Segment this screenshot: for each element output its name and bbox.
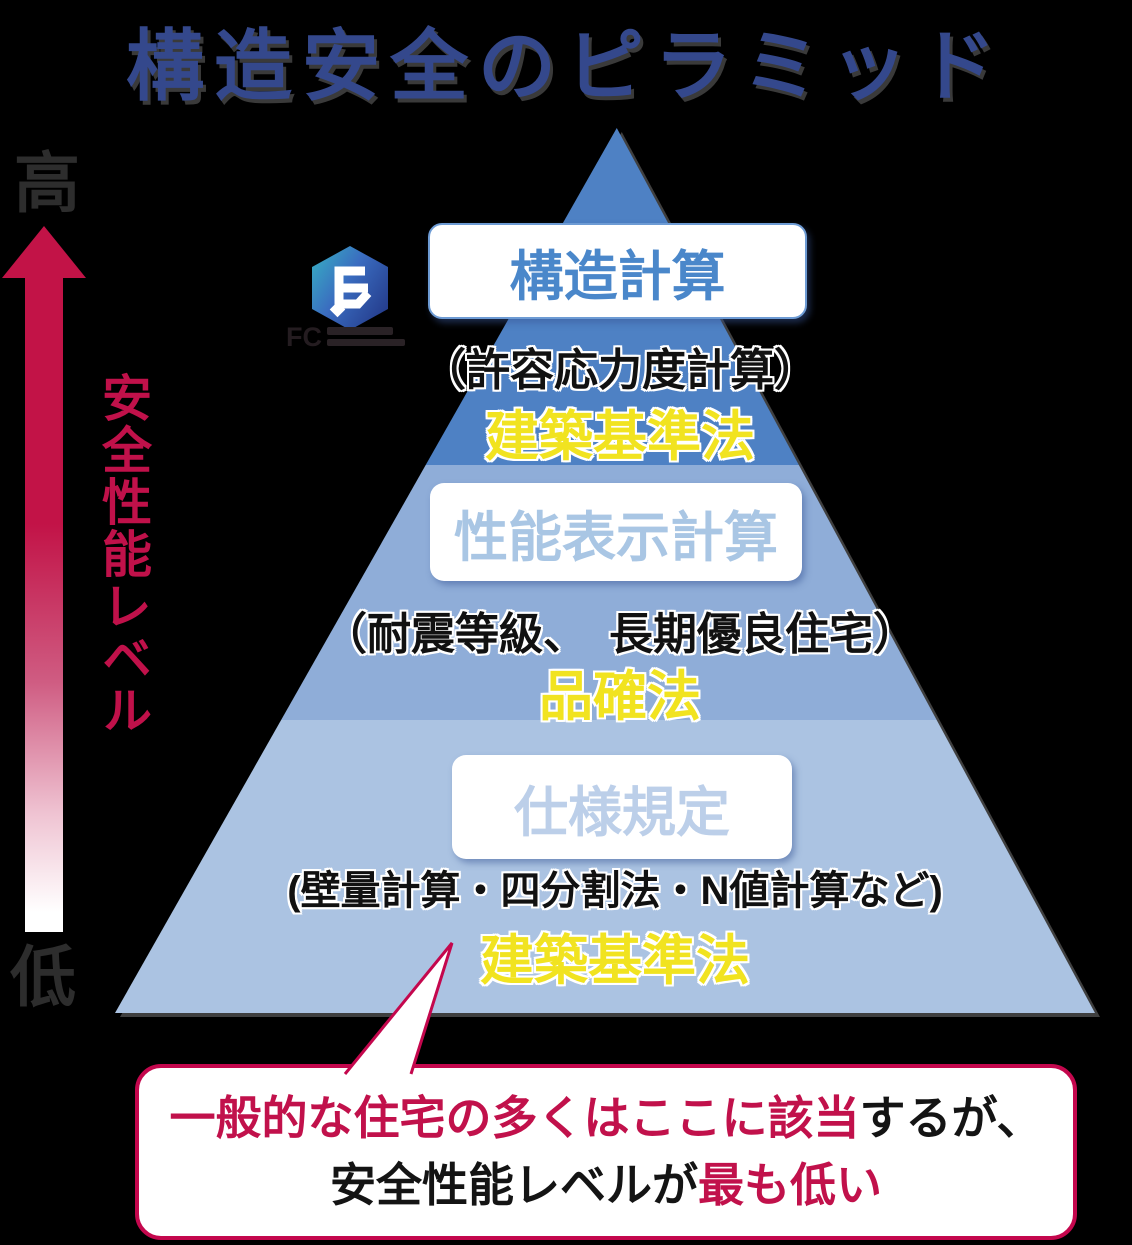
tier-1-subtitle: （許容応力度計算） — [422, 346, 818, 395]
axis-arrow-up-icon — [2, 226, 86, 278]
tier-1-law-label: 建築基準法 — [485, 407, 755, 467]
callout-line-1-plain: するが、 — [859, 1092, 1043, 1145]
logo-fine-print-line-1 — [327, 327, 393, 335]
callout-line-2-emphasis: 最も低い — [698, 1159, 882, 1211]
axis-low-label: 低 — [10, 940, 76, 1014]
tier-3-subtitle: (壁量計算・四分割法・N値計算など) — [287, 869, 943, 913]
tier-2-title-box: 性能表示計算 — [430, 483, 802, 581]
callout-line-2: 安全性能レベルが最も低い — [330, 1152, 882, 1219]
tier-3-title: 仕様規定 — [514, 782, 730, 843]
axis-arrow-shaft — [25, 274, 63, 932]
tier-2-title: 性能表示計算 — [454, 507, 778, 568]
axis-label: 安全性能レベル — [95, 372, 151, 736]
logo-caption-text: FC — [286, 322, 322, 352]
callout-bubble: 一般的な住宅の多くはここに該当するが、 安全性能レベルが最も低い — [135, 1064, 1077, 1240]
callout-line-1: 一般的な住宅の多くはここに該当するが、 — [169, 1085, 1042, 1152]
page-title: 構造安全のピラミッド — [125, 22, 1006, 110]
tier-1-title-box: 構造計算 — [428, 223, 807, 319]
callout-line-2-plain: 安全性能レベルが — [330, 1159, 698, 1211]
tier-3-law-label: 建築基準法 — [480, 931, 750, 991]
axis-high-label: 高 — [14, 146, 80, 220]
logo-caption-fine-print — [327, 324, 405, 346]
tier-2-law-label: 品確法 — [539, 667, 701, 727]
logo-caption: FC — [286, 324, 418, 351]
callout-tail-pointer — [330, 936, 470, 1083]
hexagon-logo-icon — [312, 246, 388, 335]
tier-3-title-box: 仕様規定 — [452, 755, 792, 859]
callout-line-1-emphasis: 一般的な住宅の多くはここに該当 — [169, 1092, 860, 1145]
tier-1-title: 構造計算 — [509, 246, 726, 307]
logo-fine-print-line-2 — [327, 339, 405, 346]
tier-2-subtitle: （耐震等級、 長期優良住宅） — [323, 610, 917, 659]
